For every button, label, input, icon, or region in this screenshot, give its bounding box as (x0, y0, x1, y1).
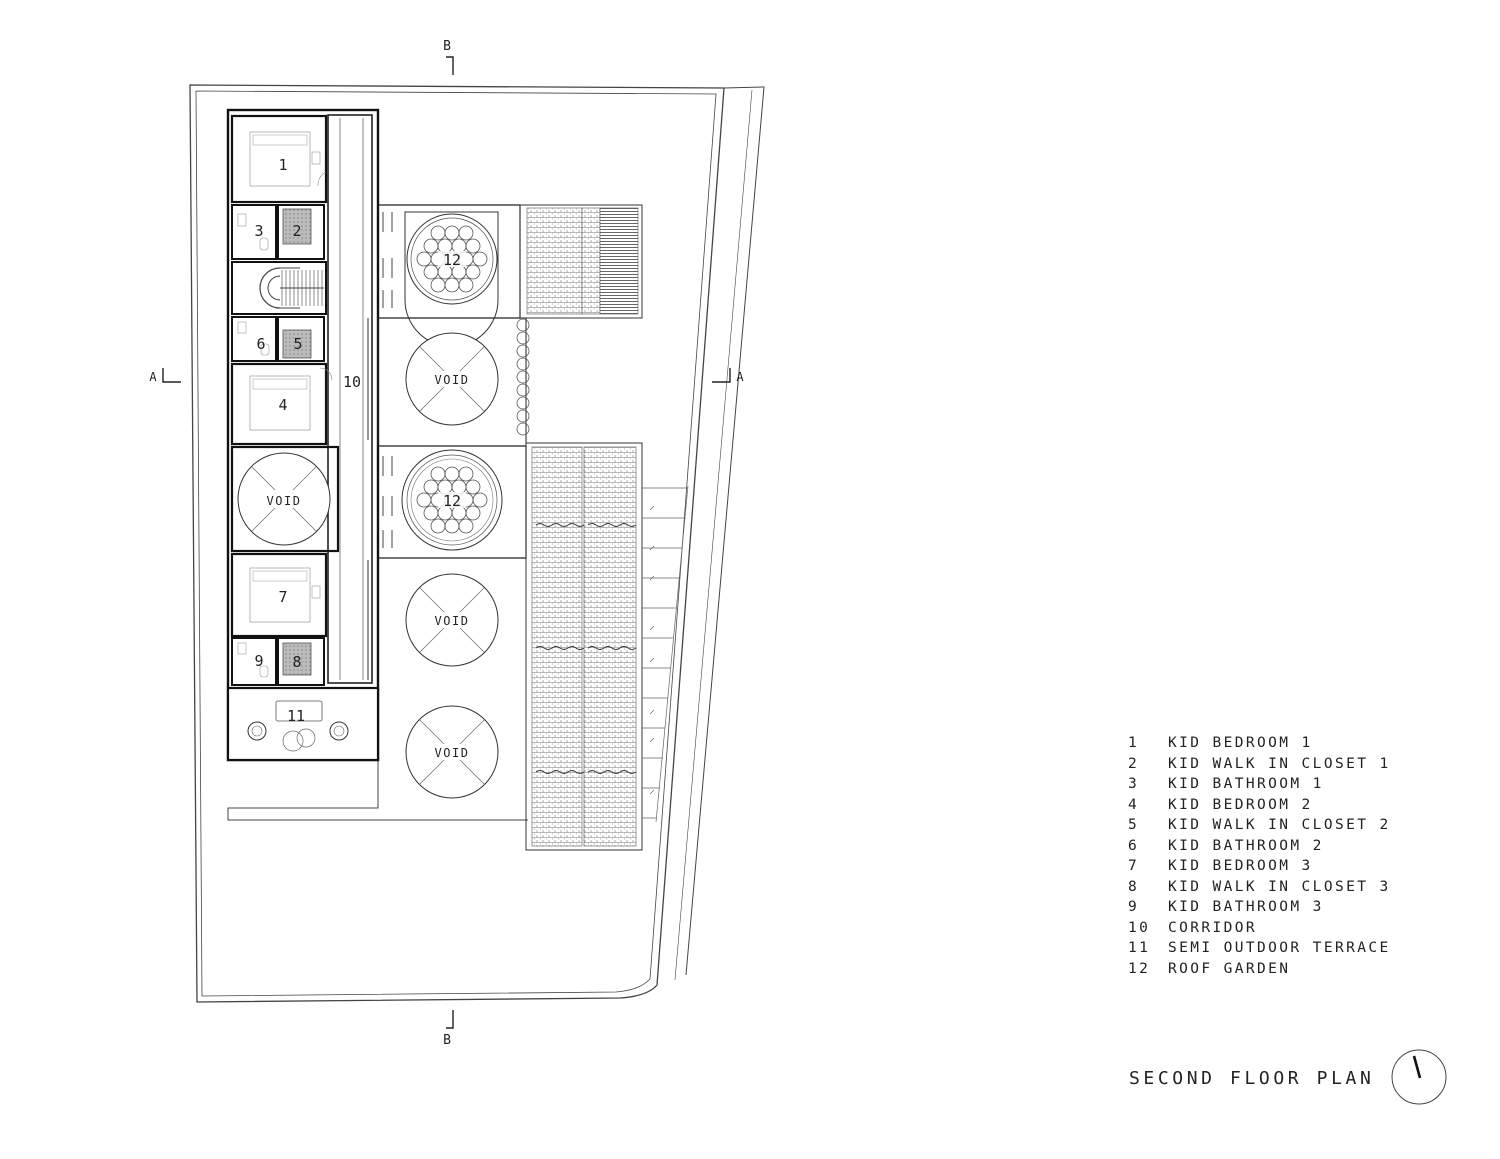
drawing-title: SECOND FLOOR PLAN (1129, 1068, 1375, 1089)
deck-hatch-upper (519, 204, 643, 319)
section-mark-a-right: A (712, 368, 744, 384)
section-mark-a-left-label: A (149, 370, 157, 384)
legend-item: 7 KID BEDROOM 3 (1128, 856, 1468, 877)
legend-item-name: KID WALK IN CLOSET 3 (1168, 878, 1391, 895)
legend-item-name: SEMI OUTDOOR TERRACE (1168, 940, 1391, 956)
legend-item-number: 5 (1128, 817, 1140, 833)
section-mark-b-bottom-label: B (443, 1033, 451, 1048)
label-void-block: VOID (267, 494, 302, 508)
void-low-2 (405, 705, 499, 799)
legend-item: 5 KID WALK IN CLOSET 2 (1128, 815, 1468, 836)
section-mark-b-bottom: B (443, 1010, 454, 1048)
section-mark-b-top-label: B (443, 39, 451, 54)
void-labels: VOID VOID VOID VOID (267, 373, 470, 760)
planter-circles (516, 318, 530, 436)
site-boundary (189, 84, 765, 1003)
deck-hatch-lower (525, 442, 643, 851)
label-room-8: 8 (292, 653, 301, 671)
section-mark-b-top: B (443, 39, 454, 75)
corridor (327, 114, 373, 684)
label-room-5: 5 (293, 335, 302, 353)
legend-item: 4 KID BEDROOM 2 (1128, 795, 1468, 816)
label-room-6: 6 (256, 335, 265, 353)
legend-item-number: 7 (1128, 858, 1140, 874)
room-kid-bedroom-1 (230, 114, 328, 204)
legend-item-name: KID WALK IN CLOSET 1 (1168, 755, 1391, 772)
legend-item: 12 ROOF GARDEN (1128, 959, 1468, 980)
legend-item-name: KID BATHROOM 2 (1168, 837, 1324, 854)
label-room-4: 4 (278, 396, 287, 414)
section-mark-a-left: A (149, 368, 181, 384)
label-roof-garden-1: 12 (443, 251, 461, 269)
legend-item-name: KID BEDROOM 1 (1168, 735, 1313, 751)
label-room-7: 7 (278, 588, 287, 606)
legend-item-number: 2 (1128, 755, 1140, 772)
label-room-3: 3 (254, 222, 263, 240)
legend-item: 2 KID WALK IN CLOSET 1 (1128, 754, 1468, 775)
legend-item-number: 3 (1128, 776, 1140, 792)
legend-item-name: KID BEDROOM 3 (1168, 858, 1313, 874)
stair (231, 261, 327, 315)
legend-item-name: KID WALK IN CLOSET 2 (1168, 817, 1391, 833)
room-kid-bedroom-3 (230, 552, 328, 638)
legend-item: 3 KID BATHROOM 1 (1128, 774, 1468, 795)
room-kid-bathroom-1 (231, 204, 277, 260)
room-kid-bathroom-3 (231, 637, 277, 686)
legend-item-number: 11 (1128, 940, 1151, 956)
label-void-mid: VOID (435, 373, 470, 387)
label-room-10: 10 (343, 373, 361, 391)
legend-item-number: 1 (1128, 735, 1140, 751)
room-semi-outdoor-terrace (226, 686, 380, 762)
legend-item-name: CORRIDOR (1168, 919, 1258, 936)
legend-item: 11 SEMI OUTDOOR TERRACE (1128, 938, 1468, 959)
room-kid-walk-in-closet-3 (277, 637, 325, 686)
legend-item-name: KID BATHROOM 3 (1168, 899, 1324, 915)
legend-item-number: 4 (1128, 796, 1140, 813)
legend-item-number: 10 (1128, 919, 1151, 936)
room-kid-bathroom-2 (231, 316, 277, 362)
label-room-11: 11 (287, 707, 305, 725)
section-mark-a-right-label: A (736, 370, 744, 384)
label-void-low-2: VOID (435, 746, 470, 760)
label-roof-garden-2: 12 (443, 492, 461, 510)
legend-item: 10 CORRIDOR (1128, 918, 1468, 939)
void-block (230, 445, 340, 553)
north-arrow-icon (1391, 1049, 1447, 1105)
legend-item: 1 KID BEDROOM 1 (1128, 733, 1468, 754)
room-kid-walk-in-closet-2 (277, 316, 325, 362)
label-room-2: 2 (292, 222, 301, 240)
legend-item-name: KID BEDROOM 2 (1168, 796, 1313, 813)
label-void-low-1: VOID (435, 614, 470, 628)
roof-garden-2 (378, 445, 527, 559)
terrace-slab-outline (227, 760, 528, 821)
legend-item-number: 12 (1128, 960, 1151, 977)
room-kid-bedroom-2 (230, 362, 333, 446)
legend-item-number: 9 (1128, 899, 1140, 915)
roof-garden-1 (378, 204, 521, 347)
label-room-9: 9 (254, 652, 263, 670)
legend-item: 6 KID BATHROOM 2 (1128, 836, 1468, 857)
legend-item: 8 KID WALK IN CLOSET 3 (1128, 877, 1468, 898)
label-room-1: 1 (278, 156, 287, 174)
legend-item-name: KID BATHROOM 1 (1168, 776, 1324, 792)
side-panels (642, 485, 689, 823)
building-block (226, 108, 380, 762)
legend-item-number: 8 (1128, 878, 1140, 895)
legend-item: 9 KID BATHROOM 3 (1128, 897, 1468, 918)
legend-item-number: 6 (1128, 837, 1140, 854)
legend-item-name: ROOF GARDEN (1168, 960, 1291, 977)
room-numbers: 1 2 3 4 5 6 7 8 9 10 11 12 12 (254, 156, 461, 725)
void-low-1 (405, 573, 499, 667)
room-kid-walk-in-closet-1 (277, 204, 325, 260)
